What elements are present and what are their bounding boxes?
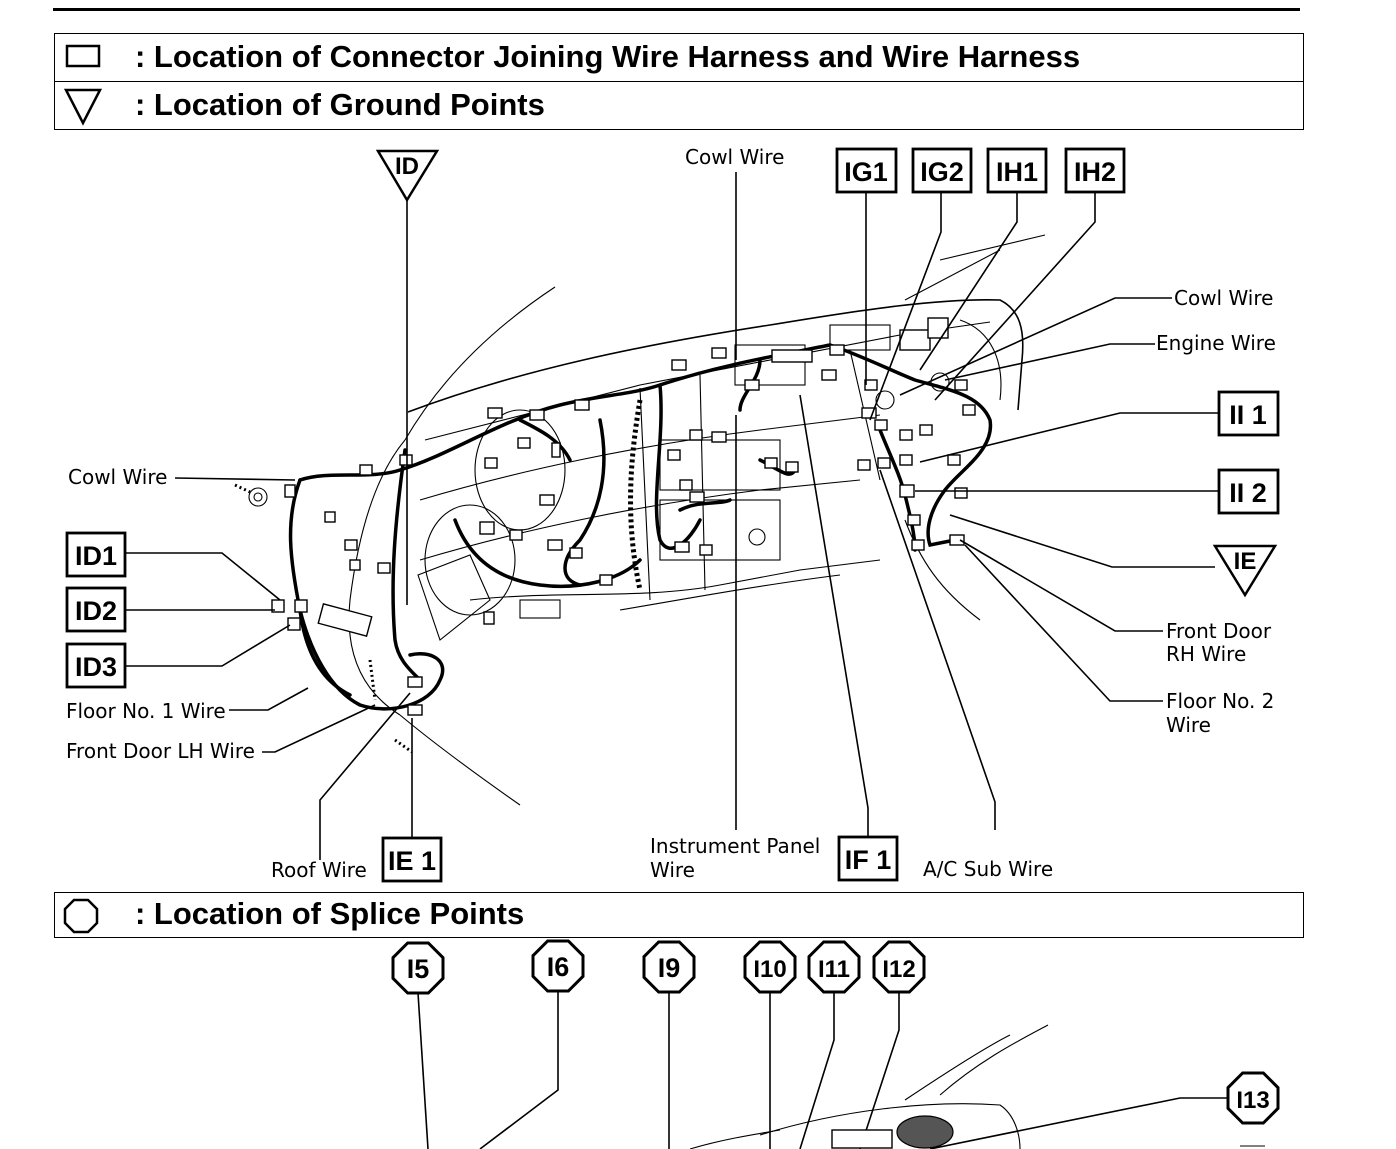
connector-code-id2: ID2 xyxy=(65,586,127,633)
legend-ground-text: : Location of Ground Points xyxy=(135,87,545,122)
legend-panel: : Location of Connector Joining Wire Har… xyxy=(54,33,1304,130)
label-floor-no1-wire: Floor No. 1 Wire xyxy=(66,699,226,723)
ground-point-id: ID xyxy=(375,149,440,203)
svg-text:IH1: IH1 xyxy=(996,157,1038,187)
splice-point-i9: I9 xyxy=(642,940,696,994)
label-ac-sub-wire: A/C Sub Wire xyxy=(923,857,1053,881)
connector-code-ig1: IG1 xyxy=(835,147,898,194)
svg-text:II 1: II 1 xyxy=(1229,400,1267,430)
legend-row-connector: : Location of Connector Joining Wire Har… xyxy=(55,34,1303,82)
splice-code: I5 xyxy=(407,954,430,984)
splice-point-i12: I12 xyxy=(872,940,926,994)
legend-row-ground: : Location of Ground Points xyxy=(55,82,1303,129)
ground-point-ie: IE xyxy=(1212,544,1278,598)
connector-code-id3: ID3 xyxy=(65,642,127,689)
legend-splice-text: : Location of Splice Points xyxy=(135,896,525,931)
splice-point-i10: I10 xyxy=(743,940,797,994)
label-engine-wire: Engine Wire xyxy=(1156,331,1276,355)
connector-code-if1: IF 1 xyxy=(837,835,899,882)
splice-code: I12 xyxy=(882,956,915,983)
connector-code-ii1: II 1 xyxy=(1217,390,1280,437)
splice-code: I11 xyxy=(818,956,850,983)
ground-code-ie: IE xyxy=(1234,548,1257,575)
svg-text:ID1: ID1 xyxy=(75,541,117,571)
svg-text:II 2: II 2 xyxy=(1229,478,1267,508)
label-front-door-rh-wire-1: Front Door xyxy=(1166,619,1272,643)
splice-code: I13 xyxy=(1236,1087,1269,1114)
connector-code-ih1: IH1 xyxy=(986,147,1048,194)
legend-row-splice: : Location of Splice Points xyxy=(55,893,1303,937)
label-front-door-rh-wire-2: RH Wire xyxy=(1166,642,1246,666)
triangle-icon xyxy=(63,88,103,126)
svg-text:IE 1: IE 1 xyxy=(388,846,436,876)
top-rule xyxy=(53,8,1300,11)
splice-point-i13: I13 xyxy=(1226,1071,1280,1125)
splice-point-i11: I11 xyxy=(807,940,861,994)
svg-text:ID2: ID2 xyxy=(75,596,117,626)
connector-code-id1: ID1 xyxy=(65,531,127,578)
rectangle-icon xyxy=(65,44,101,68)
connector-code-ii2: II 2 xyxy=(1217,468,1280,515)
label-instrument-panel-wire-1: Instrument Panel xyxy=(650,834,820,858)
label-floor-no2-wire-2: Wire xyxy=(1166,713,1211,737)
connector-code-ig2: IG2 xyxy=(911,147,973,194)
label-roof-wire: Roof Wire xyxy=(271,858,367,882)
connector-code-ie1: IE 1 xyxy=(381,836,443,883)
label-instrument-panel-wire-2: Wire xyxy=(650,858,695,882)
splice-code: I10 xyxy=(753,956,786,983)
connector-blocks xyxy=(271,317,976,716)
leader-lines xyxy=(125,172,1218,860)
label-cowl-wire-left: Cowl Wire xyxy=(68,465,167,489)
splice-code: I9 xyxy=(658,953,681,983)
label-cowl-wire-right: Cowl Wire xyxy=(1174,286,1273,310)
octagon-icon xyxy=(63,898,99,934)
label-floor-no2-wire-1: Floor No. 2 xyxy=(1166,689,1274,713)
splice-code: I6 xyxy=(547,952,570,982)
svg-text:IG2: IG2 xyxy=(920,157,964,187)
splice-section xyxy=(417,990,1265,1149)
splice-point-i5: I5 xyxy=(391,941,445,995)
connector-code-ih2: IH2 xyxy=(1064,147,1126,194)
svg-text:IG1: IG1 xyxy=(844,157,888,187)
ground-code-id: ID xyxy=(395,153,419,180)
svg-text:IH2: IH2 xyxy=(1074,157,1116,187)
splice-point-i6: I6 xyxy=(531,939,585,993)
label-front-door-lh-wire: Front Door LH Wire xyxy=(66,739,255,763)
legend-connector-text: : Location of Connector Joining Wire Har… xyxy=(135,39,1081,74)
label-cowl-wire-top: Cowl Wire xyxy=(685,145,784,169)
svg-text:IF 1: IF 1 xyxy=(845,845,892,875)
svg-text:ID3: ID3 xyxy=(75,652,117,682)
legend-splice-panel: : Location of Splice Points xyxy=(54,892,1304,938)
